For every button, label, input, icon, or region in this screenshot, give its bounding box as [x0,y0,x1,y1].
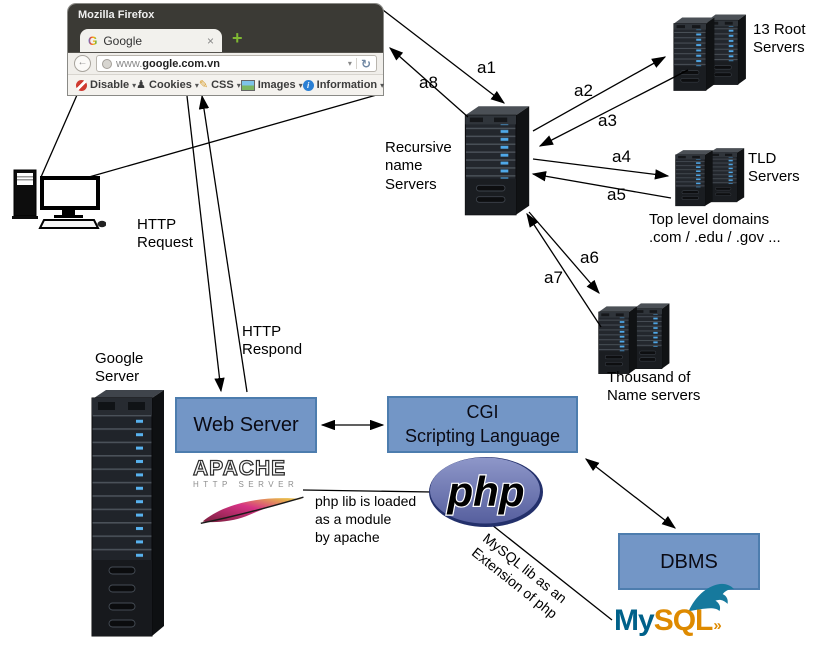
chevron-down-icon: ▾ [236,80,241,90]
http-respond-label: HTTP Respond [242,323,303,359]
toolbar-label: Cookies [149,79,192,91]
url-divider [355,58,357,69]
mysql-logo: MySQL» [612,582,764,646]
arrow-label-a1: a1 [477,58,496,77]
arrow-a1-line [382,9,506,104]
chevron-down-icon: ▾ [132,80,137,90]
url-bar[interactable]: www.google.com.vn ▾ ↻ [96,55,377,72]
tld-caption-label: Top level domains .com / .edu / .gov ... [649,211,781,247]
webdev-toolbar: Disable ▾ ♟ Cookies ▾ ✎ CSS ▾ Images ▾ i… [68,74,385,95]
arrow-a6-line [528,211,600,294]
window-title: Mozilla Firefox [78,9,155,21]
tab-bar: G Google × + [68,26,383,52]
firefox-window: Mozilla Firefox G Google × + ← www.googl… [68,4,385,95]
apache-logo: APACHE HTTP SERVER [192,457,315,525]
arrow-a5-line [531,171,672,199]
chevron-down-icon: ▾ [298,80,303,90]
reload-icon[interactable]: ↻ [360,56,371,71]
google-server-rack-icon [91,389,165,637]
arrow-a8-line [389,47,469,118]
tab-title: Google [103,33,143,48]
apache-feather-icon [200,496,304,524]
apache-subtitle: HTTP SERVER [193,480,299,489]
toolbar-label: Information [316,79,378,91]
web-server-box: Web Server [175,397,317,453]
cgi-dbms-arrow [584,458,677,529]
recursive-name-servers-label: Recursive name Servers [385,139,452,193]
arrow-label-a4: a4 [612,147,631,166]
chevron-down-icon: ▾ [194,80,199,90]
toolbar-item-disable[interactable]: Disable ▾ [76,79,136,91]
disable-icon [76,79,87,91]
back-button[interactable]: ← [74,55,91,72]
client-computer-icon [12,169,106,229]
new-tab-icon[interactable]: + [232,28,243,48]
mouse-icon [97,220,106,228]
window-titlebar: Mozilla Firefox [68,4,383,26]
mysql-my-text: My [614,604,655,637]
browser-callout-left-line [40,94,78,178]
toolbar-item-cookies[interactable]: ♟ Cookies ▾ [136,79,199,91]
pencil-icon: ✎ [198,78,209,91]
arrow-label-a8: a8 [419,73,438,92]
google-favicon-icon: G [88,33,98,48]
cookies-icon: ♟ [136,78,147,91]
arrow-a4-line [532,158,670,180]
apache-title: APACHE [192,457,287,480]
toolbar-label: CSS [211,79,234,91]
dbms-box: DBMS [618,533,760,590]
arrow-label-a5: a5 [607,185,626,204]
toolbar-item-css[interactable]: ✎ CSS ▾ [199,79,241,91]
arrow-label-a3: a3 [598,111,617,130]
root-servers-label: 13 Root Servers [753,21,806,57]
google-server-label: Google Server [95,350,144,386]
mysql-sql-text: SQL [653,604,714,637]
arrow-a2-line [532,56,667,132]
php-mysql-line [486,520,613,621]
toolbar-label: Disable [90,79,130,91]
php-logo-text: php [447,468,525,515]
tld-servers-label: TLD Servers [748,150,800,186]
apache-php-line [302,489,433,493]
php-module-note: php lib is loaded as a module by apache [315,493,417,546]
url-dropdown-icon[interactable]: ▾ [347,59,352,68]
http-request-label: HTTP Request [137,216,193,252]
browser-callout-right-line [88,93,381,178]
toolbar-item-information[interactable]: i Information ▾ [302,79,385,91]
cgi-scripting-language-box: CGI Scripting Language [387,396,578,453]
chevron-down-icon: ▾ [380,80,385,90]
keyboard-icon [38,219,100,229]
arrow-a7-line [526,212,602,328]
http-request-arrow [186,95,225,393]
mysql-wordmark: MySQL» [614,604,722,637]
thousand-name-servers-label: Thousand of Name servers [607,369,701,405]
url-text[interactable]: www.google.com.vn [116,57,220,70]
mysql-chevrons: » [713,617,721,634]
arrow-a3-line [538,69,689,147]
http-respond-arrow [198,94,248,393]
globe-icon [102,58,112,69]
php-logo: php [429,457,543,527]
arrow-label-a6: a6 [580,248,599,267]
navigation-bar: ← www.google.com.vn ▾ ↻ [68,52,383,74]
thousand-name-servers-icon [598,303,670,374]
toolbar-label: Images [257,79,296,91]
arrow-label-a2: a2 [574,81,593,100]
info-icon: i [302,79,314,91]
close-tab-icon[interactable]: × [206,33,214,48]
arrow-label-a7: a7 [544,268,563,287]
mysql-dolphin-icon [688,583,735,612]
tld-servers-icon [675,147,745,207]
root-servers-icon [673,14,747,91]
toolbar-item-images[interactable]: Images ▾ [240,79,303,91]
tab-google[interactable]: G Google × [80,29,222,52]
image-icon [240,79,255,91]
recursive-server-icon [464,105,530,216]
